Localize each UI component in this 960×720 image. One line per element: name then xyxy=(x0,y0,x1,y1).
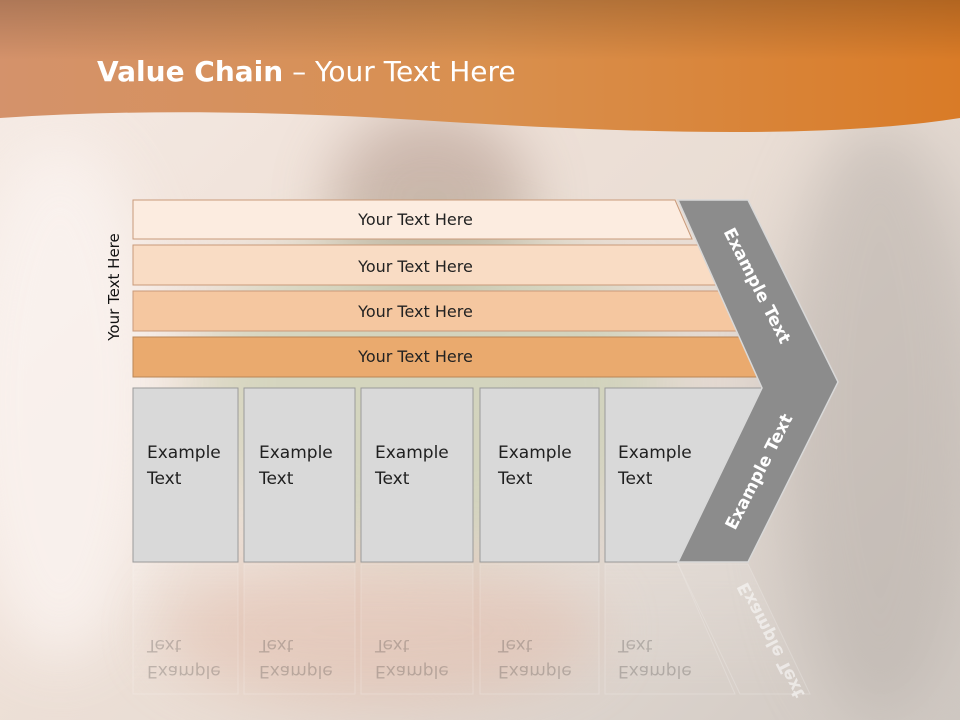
support-row-1 xyxy=(132,199,693,240)
support-row-2-label: Your Text Here xyxy=(358,256,473,276)
activity-box-2 xyxy=(243,387,356,563)
banner-shape xyxy=(0,0,960,133)
activity-5-label: Example Text xyxy=(618,443,692,489)
activity-box-3-reflection xyxy=(360,563,474,695)
activity-1-label: Example Text xyxy=(147,443,221,489)
activity-box-4-reflection xyxy=(479,563,600,695)
title-rest: – Your Text Here xyxy=(283,55,516,88)
activity-2-label: Example Text xyxy=(259,443,333,489)
reflection-group xyxy=(132,563,811,695)
page-title: Value Chain – Your Text Here xyxy=(97,55,516,88)
activity-box-2-reflection xyxy=(243,563,356,695)
support-row-3-label: Your Text Here xyxy=(358,301,473,321)
margin-chevron xyxy=(676,199,839,563)
title-bold: Value Chain xyxy=(97,55,284,88)
activity-box-4 xyxy=(479,387,600,563)
support-row-4-label: Your Text Here xyxy=(358,346,473,366)
activity-box-1-reflection xyxy=(132,563,239,695)
activity-4-label: Example Text xyxy=(498,443,572,489)
activity-box-3 xyxy=(360,387,474,563)
activity-3-label: Example Text xyxy=(375,443,449,489)
activity-box-1 xyxy=(132,387,239,563)
title-banner: Value Chain – Your Text Here xyxy=(0,0,960,135)
margin-chevron-reflection xyxy=(677,563,811,695)
activity-box-5-reflection xyxy=(604,563,736,695)
support-row-1-label: Your Text Here xyxy=(358,209,473,229)
